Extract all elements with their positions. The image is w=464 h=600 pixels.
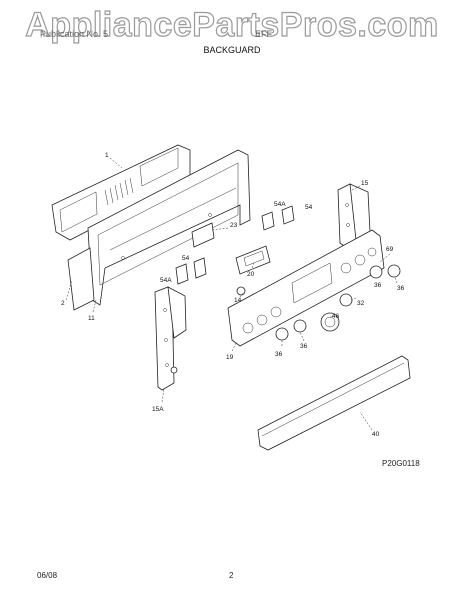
label-part-54-a: 54 — [305, 204, 313, 211]
bracket-part — [191, 222, 215, 248]
label-part-23: 23 — [230, 222, 238, 229]
label-part-40: 40 — [372, 431, 380, 438]
label-part-54-b: 54 — [182, 255, 190, 262]
left-end-bracket-part — [154, 286, 187, 391]
control-panel-part — [227, 229, 385, 347]
label-part-20: 20 — [247, 271, 255, 278]
label-part-1: 1 — [105, 152, 109, 159]
clock-board-part — [235, 245, 271, 275]
label-part-36-d: 36 — [397, 285, 405, 292]
diagram-title: BACKGUARD — [203, 45, 261, 55]
knob-parts — [236, 264, 401, 341]
header-model: EFF — [255, 29, 272, 39]
label-part-14: 14 — [234, 297, 242, 304]
label-part-15a: 15A — [152, 406, 164, 413]
label-part-36-a: 36 — [275, 351, 283, 358]
watermark: AppliancePartsPros.com — [25, 5, 439, 44]
part-number-labels: 1 2 11 14 15 15A 19 20 23 32 36 36 36 36… — [61, 152, 405, 438]
footer-page-number: 2 — [229, 571, 234, 580]
label-part-15: 15 — [361, 180, 369, 187]
label-part-32: 32 — [357, 300, 365, 307]
label-part-36-b: 36 — [300, 343, 308, 350]
label-part-19: 19 — [226, 354, 234, 361]
switch-parts — [175, 205, 295, 285]
header-publication: Publication No. 5 — [40, 29, 109, 39]
leader-lines — [65, 157, 398, 431]
label-part-54a-b: 54A — [160, 277, 172, 284]
right-end-bracket-part — [337, 183, 371, 247]
label-part-46: 46 — [332, 313, 340, 320]
label-part-2: 2 — [61, 300, 65, 307]
figure-code: P20G0118 — [382, 459, 420, 468]
footer-date: 06/08 — [37, 571, 58, 580]
label-part-54a-a: 54A — [274, 201, 286, 208]
label-part-11: 11 — [88, 315, 95, 322]
label-part-69: 69 — [386, 246, 394, 253]
label-part-36-c: 36 — [374, 282, 382, 289]
trim-strip-part — [257, 355, 411, 451]
backguard-panel-part — [67, 149, 251, 311]
